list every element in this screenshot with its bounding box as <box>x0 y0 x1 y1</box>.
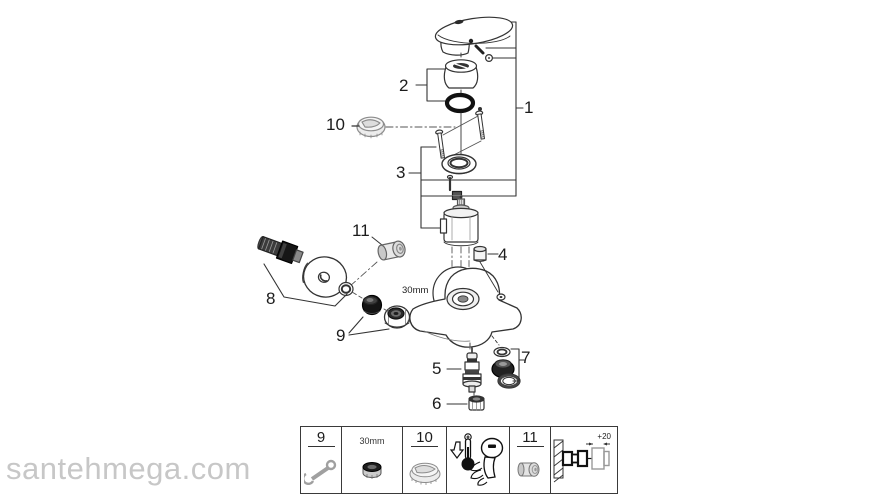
o-ring <box>444 92 476 114</box>
s-union-assembly <box>257 235 354 307</box>
lever-handle <box>434 16 514 62</box>
bracket-part-2 <box>415 68 449 102</box>
plug-bushing <box>473 245 499 262</box>
bracket-part-9 <box>348 316 390 336</box>
callout-2: 2 <box>399 76 409 95</box>
cartridge-assembly <box>439 153 479 286</box>
grease-tub-icon <box>403 447 446 493</box>
bracket-part-8 <box>263 263 348 307</box>
callout-4: 4 <box>498 245 508 264</box>
cold-water-hand-lever-icon <box>447 427 509 493</box>
seal-set <box>491 346 525 389</box>
bracket-part-1 <box>420 21 524 197</box>
extension-dimension-label: +20 <box>597 432 611 441</box>
callout-7: 7 <box>521 348 531 367</box>
plug-icon <box>510 447 550 493</box>
wall-extension-icon <box>551 427 617 493</box>
handle-screw <box>474 44 485 55</box>
legend-number-11: 11 <box>516 429 544 448</box>
callout-11: 11 <box>352 221 370 240</box>
diverter-nut <box>446 395 485 411</box>
grease-tub <box>351 116 456 139</box>
wrench-icon <box>301 447 341 493</box>
faucet-body <box>409 261 522 350</box>
gasket-and-nut <box>348 291 425 336</box>
handle-screw-head <box>468 38 474 44</box>
callout-9: 9 <box>336 326 346 345</box>
legend-cell-grease: 10 <box>403 427 447 493</box>
axis-line <box>348 261 378 288</box>
watermark: santehmega.com <box>6 451 251 486</box>
legend-cell-wrench: 9 <box>301 427 342 493</box>
callout-5: 5 <box>432 359 442 378</box>
diverter-valve <box>446 347 482 398</box>
bracket-part-3 <box>408 146 444 229</box>
callout-8: 8 <box>266 289 276 308</box>
callout-3: 3 <box>396 163 406 182</box>
legend-nut-size-label: 30mm <box>359 436 385 446</box>
callout-6: 6 <box>432 394 442 413</box>
legend-cell-extension: +20 <box>551 427 617 493</box>
callout-1: 1 <box>524 98 534 117</box>
legend-number-10: 10 <box>411 429 438 448</box>
callout-10: 10 <box>326 115 345 134</box>
nut-icon <box>342 446 402 493</box>
legend-table: 9 30mm 10 <box>300 426 618 494</box>
legend-number-9: 9 <box>307 429 335 448</box>
dome-cap-and-o-ring <box>415 59 482 155</box>
blanking-plug <box>348 236 406 288</box>
handle-indicator-dot <box>454 19 464 25</box>
legend-cell-cold-water <box>447 427 510 493</box>
bracket-part-7 <box>510 348 525 382</box>
legend-cell-nut-size: 30mm <box>342 427 403 493</box>
wrench-size-annotation: 30mm <box>402 285 429 296</box>
legend-cell-plug: 11 <box>510 427 551 493</box>
